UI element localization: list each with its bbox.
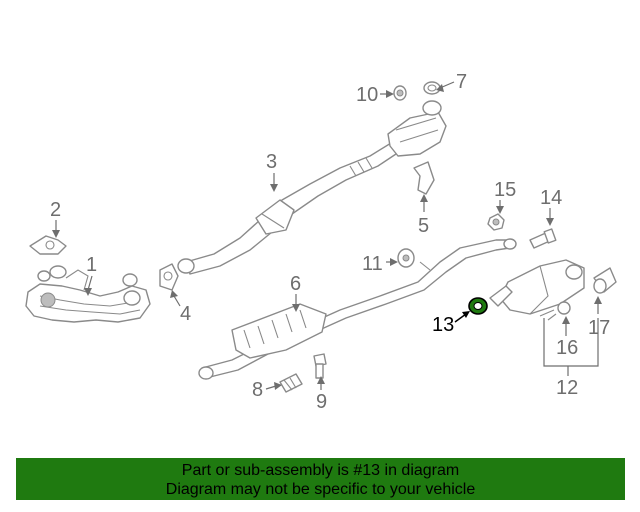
part-3-front-pipe [177,139,403,275]
callout-3: 3 [266,151,278,192]
svg-text:12: 12 [556,377,578,399]
part-5-bracket [413,161,435,195]
callout-7: 7 [436,71,467,93]
callout-12: 12 [543,318,599,399]
svg-text:1: 1 [86,254,97,276]
svg-text:6: 6 [290,273,301,295]
banner-line-disclaimer: Diagram may not be specific to your vehi… [165,481,476,498]
part-6-center-pipe [198,238,517,380]
part-13-gasket-highlighted[interactable] [468,297,488,315]
callout-15: 15 [494,179,516,214]
svg-text:17: 17 [588,317,610,339]
svg-text:16: 16 [556,337,578,359]
part-11-hanger [397,248,415,268]
svg-text:9: 9 [316,391,327,413]
callout-9: 9 [316,376,327,413]
part-14-bolt [529,228,557,249]
callout-16: 16 [556,316,578,359]
banner-line-part-number: Part or sub-assembly is #13 in diagram [181,462,460,479]
part-7-gasket [423,81,441,95]
svg-text:8: 8 [252,379,263,401]
callout-5: 5 [418,194,429,237]
part-16-hanger [557,301,571,315]
callout-8: 8 [252,379,282,401]
part-2-gasket [29,235,67,255]
callout-14: 14 [540,187,562,226]
svg-text:3: 3 [266,151,277,173]
svg-text:11: 11 [362,253,383,275]
part-9-bolt [313,353,327,379]
svg-text:15: 15 [494,179,516,201]
callout-10: 10 [356,84,394,106]
part-info-banner: Part or sub-assembly is #13 in diagram D… [16,458,625,500]
svg-text:4: 4 [180,303,191,325]
part-15-nut [487,213,505,231]
svg-text:2: 2 [50,199,61,221]
callout-11: 11 [362,253,398,275]
upper-converter [387,100,447,157]
callout-1: 1 [84,254,97,296]
part-8-stud [279,373,303,393]
callout-4: 4 [170,290,191,325]
svg-text:10: 10 [356,84,378,106]
part-4-gasket [159,263,179,291]
svg-text:13: 13 [432,314,454,336]
part-10-nut [393,85,407,101]
part-12-muffler [489,259,585,321]
svg-text:7: 7 [456,71,467,93]
callout-6: 6 [290,273,301,312]
callout-2: 2 [50,199,61,238]
callout-13[interactable]: 13 [432,311,470,336]
part-17-tailpipe [593,267,617,294]
svg-text:5: 5 [418,215,429,237]
svg-text:14: 14 [540,187,562,209]
part-1-exhaust-manifold [25,265,151,323]
callout-17: 17 [588,296,610,339]
